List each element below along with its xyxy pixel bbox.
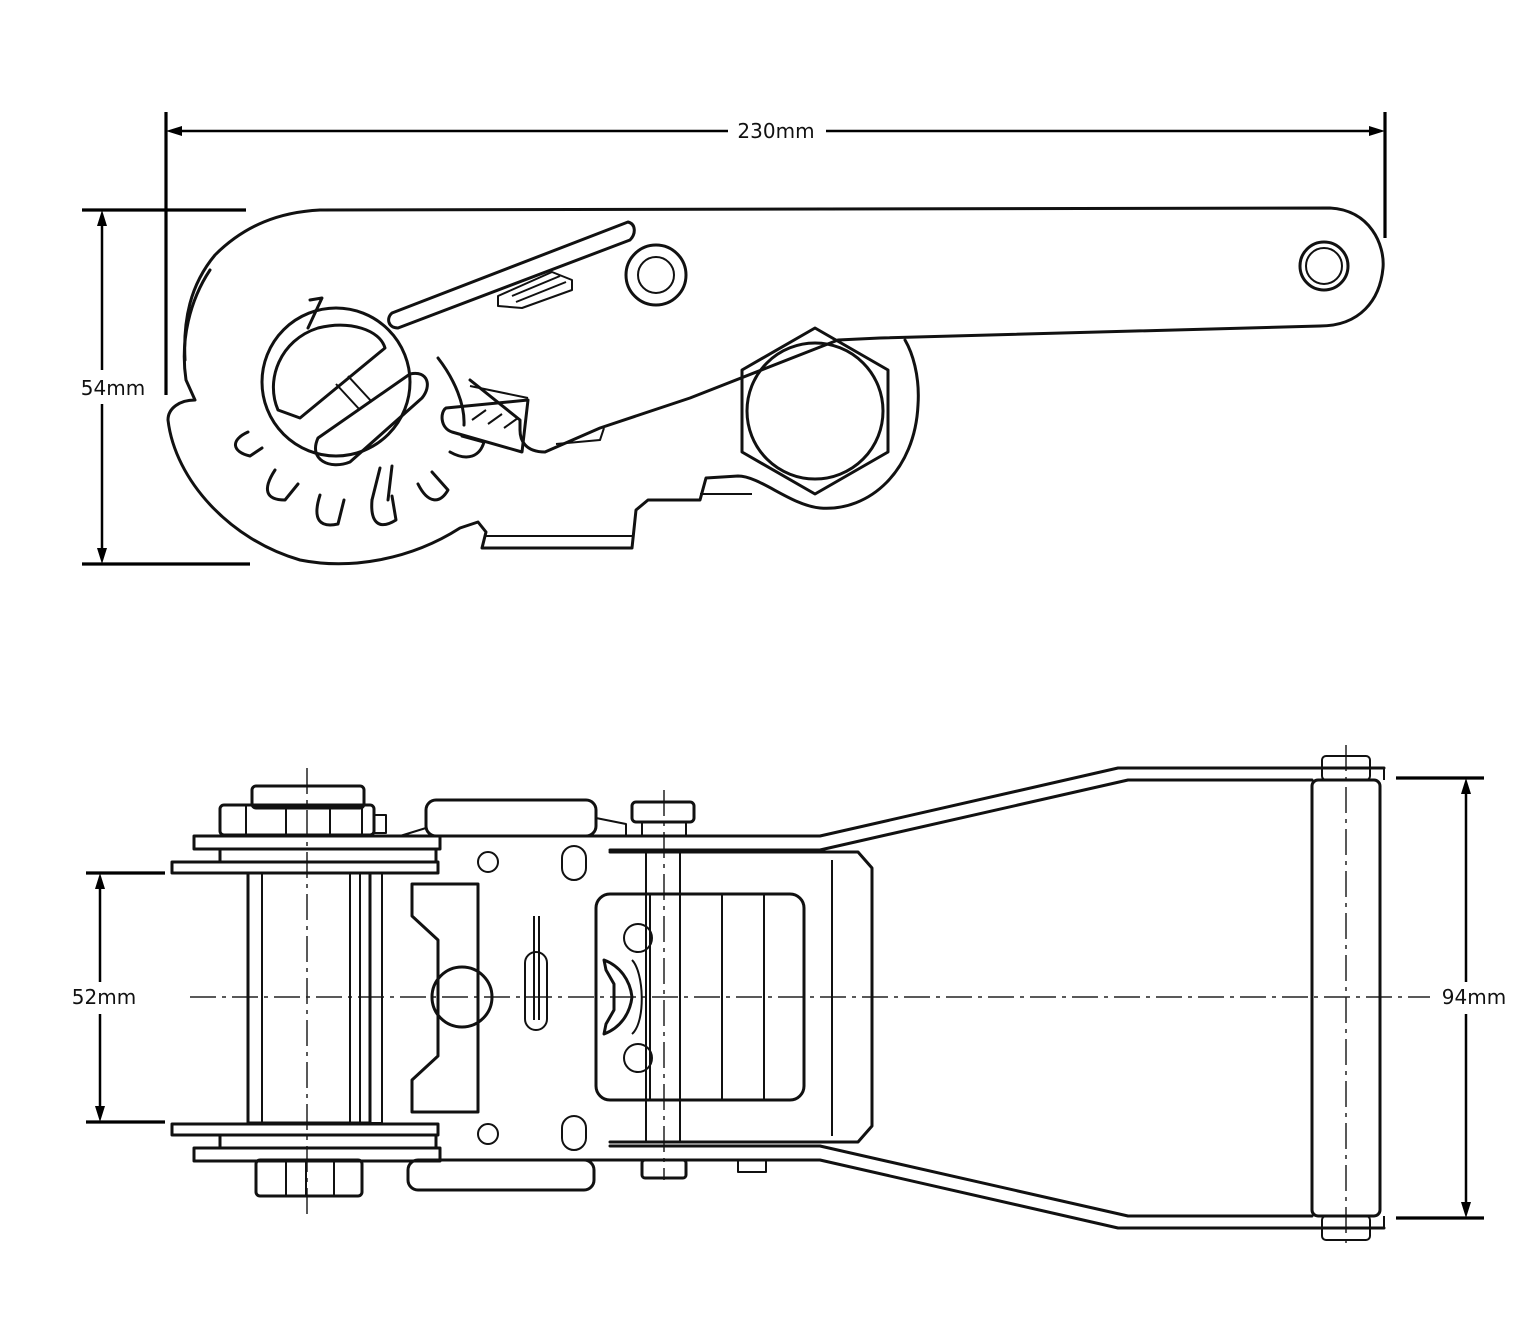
dimension-overall-length: 230mm <box>164 112 1387 395</box>
dimension-handle-width: 94mm <box>1396 776 1514 1220</box>
spool-top-view <box>246 871 372 1125</box>
pivot-bolt-bottom <box>640 1158 688 1180</box>
frame-body <box>166 268 920 566</box>
dimension-webbing-width: 52mm <box>64 871 165 1124</box>
base-plate-top <box>192 834 442 851</box>
handle-end-hole <box>1298 240 1350 292</box>
handle-rail-top <box>438 766 1386 838</box>
top-view: 52mm 94mm <box>64 745 1514 1245</box>
dimension-label-230mm: 230mm <box>737 119 814 143</box>
hex-nut <box>740 326 890 496</box>
handle-arm <box>318 206 1385 454</box>
release-plate <box>410 882 480 1114</box>
ratchet-gear <box>234 356 486 527</box>
pivot-bolt-top <box>630 800 696 824</box>
pawl-housing <box>594 892 806 1102</box>
release-slider-top <box>424 798 598 838</box>
dimension-label-52mm: 52mm <box>72 985 136 1009</box>
dimension-side-height: 54mm <box>72 208 250 566</box>
spool-slot <box>272 323 387 420</box>
spool-drum <box>260 306 412 458</box>
handle-bracket <box>608 850 874 1144</box>
release-slider-bottom <box>406 1158 596 1192</box>
pawl <box>440 398 530 454</box>
dimension-label-94mm: 94mm <box>1442 985 1506 1009</box>
pivot-hole <box>624 243 688 307</box>
nut-boss <box>745 341 885 481</box>
dimension-label-54mm: 54mm <box>81 376 145 400</box>
release-lever <box>387 220 636 330</box>
handle-rail-bottom <box>438 1158 1386 1230</box>
knob-bottom <box>254 1158 364 1198</box>
side-view: 230mm 54mm <box>72 112 1387 566</box>
